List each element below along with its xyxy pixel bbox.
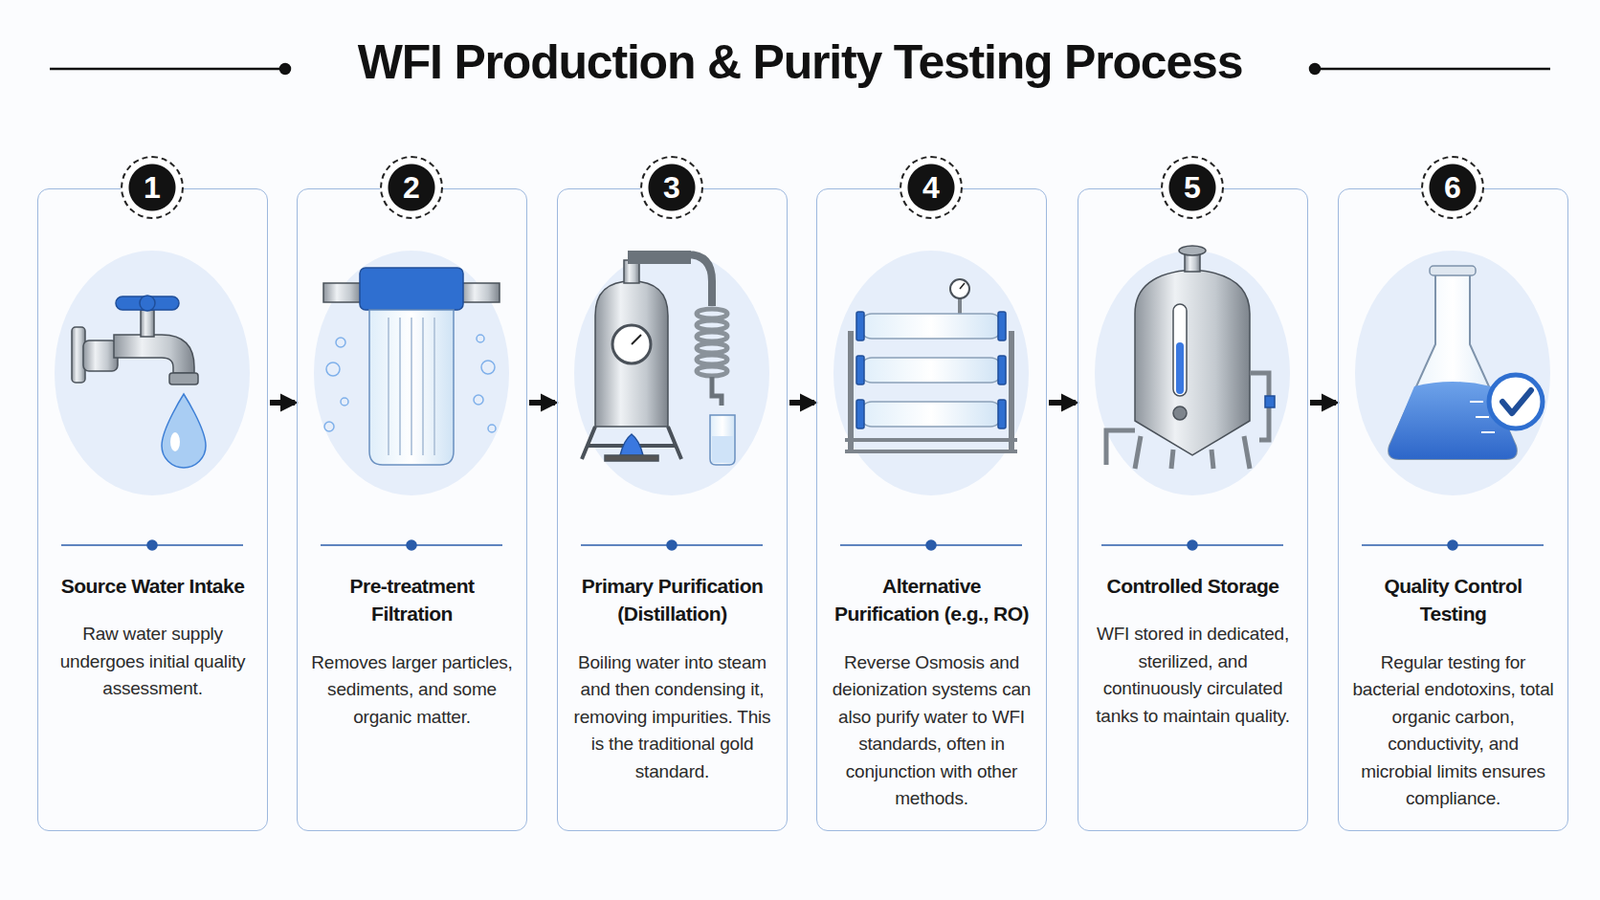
step-heading: Controlled Storage: [1089, 572, 1296, 600]
process-card: Controlled StorageWFI stored in dedicate…: [1077, 188, 1309, 832]
card-text: Controlled StorageWFI stored in dedicate…: [1089, 572, 1296, 731]
flow-arrow: [269, 400, 295, 406]
step-description: WFI stored in dedicated, sterilized, and…: [1089, 621, 1296, 731]
step-description: Reverse Osmosis and deionization systems…: [828, 649, 1035, 814]
step-number-circle: 2: [379, 155, 444, 220]
reverse-osmosis-icon: [844, 279, 1018, 452]
callout-number: 4: [922, 170, 940, 206]
card-text: Alternative Purification (e.g., RO) Rever…: [828, 572, 1035, 814]
step-heading: Quality Control Testing: [1350, 572, 1556, 629]
flow-arrow: [1048, 400, 1076, 406]
step-description: Removes larger particles, sediments, and…: [309, 649, 515, 733]
step-description: Raw water supply undergoes initial quali…: [49, 621, 256, 704]
flask-icon: [1388, 266, 1543, 460]
title-text: WFI Production & Purity Testing Process: [357, 35, 1244, 89]
step-number-circle: 5: [1160, 155, 1224, 220]
step-heading: Alternative Purification (e.g., RO): [828, 572, 1035, 629]
diagram-title: WFI Production & Purity Testing Process: [0, 34, 1600, 90]
callout-number: 3: [663, 170, 681, 206]
step-number-circle: 6: [1421, 155, 1485, 220]
card-text: Pre-treatment FiltrationRemoves larger p…: [309, 572, 515, 732]
card-dividers: [61, 540, 1544, 551]
process-card: Alternative Purification (e.g., RO) Rever…: [816, 188, 1047, 832]
process-card: Pre-treatment FiltrationRemoves larger p…: [296, 188, 528, 832]
step-description: Boiling water into steam and then conden…: [569, 649, 776, 787]
step-description: Regular testing for bacterial endotoxins…: [1350, 649, 1556, 814]
callout-number: 2: [402, 170, 421, 206]
step-heading: Pre-treatment Filtration: [309, 572, 515, 629]
card-text: Source Water IntakeRaw water supply unde…: [49, 572, 256, 704]
step-number-circle: 4: [899, 155, 963, 220]
flow-arrow: [789, 400, 815, 406]
flow-arrow: [1310, 400, 1336, 406]
process-card: Quality Control TestingRegular testing f…: [1337, 188, 1569, 832]
callout-number: 6: [1444, 170, 1462, 206]
step-number-circle: 3: [640, 155, 704, 220]
storage-tank-icon: [1106, 245, 1275, 469]
callout-number: 5: [1183, 170, 1201, 206]
filter-housing-icon: [323, 267, 500, 466]
card-text: Primary Purification (Distillation) Boili…: [569, 572, 776, 786]
callout-number: 1: [143, 170, 161, 206]
process-card: Source Water IntakeRaw water supply unde…: [37, 188, 268, 832]
distillation-still-icon: [581, 254, 735, 466]
process-card: Primary Purification (Distillation) Boili…: [556, 188, 788, 832]
flow-arrow: [529, 400, 556, 406]
card-text: Quality Control TestingRegular testing f…: [1350, 572, 1556, 814]
step-heading: Source Water Intake: [49, 572, 256, 600]
step-heading: Primary Purification (Distillation): [569, 572, 776, 629]
backdrop-ovals: [54, 250, 1551, 496]
step-number-circle: 1: [120, 155, 184, 220]
faucet-icon: [71, 295, 206, 468]
